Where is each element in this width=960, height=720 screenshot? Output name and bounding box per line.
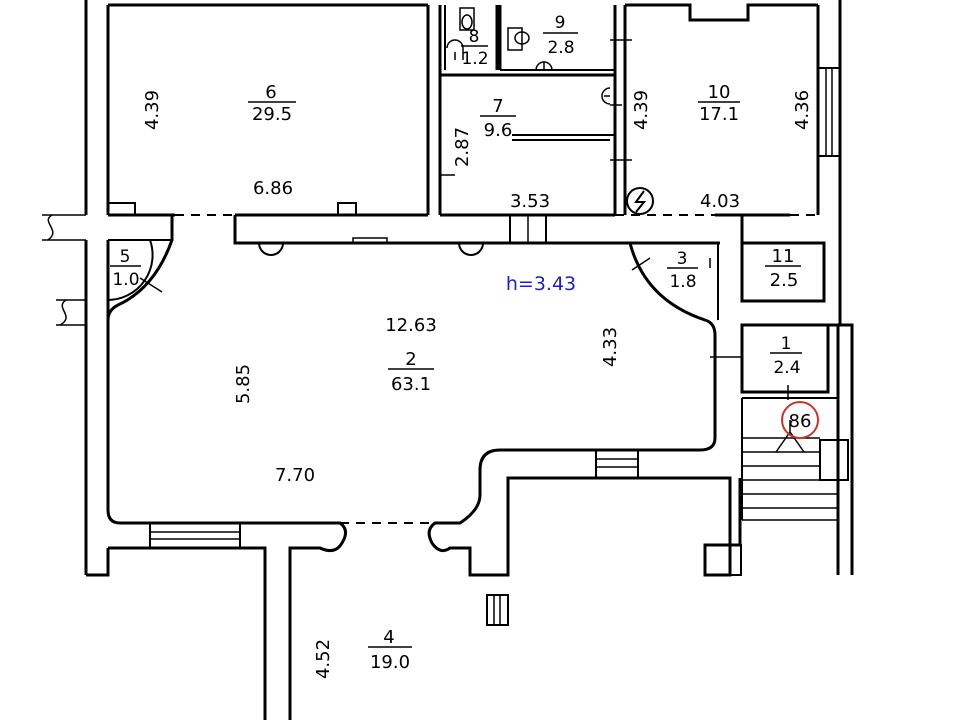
dim-room10-width: 4.03 — [700, 191, 740, 212]
room-9-area: 2.8 — [547, 38, 574, 58]
electric-panel-icon — [626, 187, 654, 215]
unit-marker: 86 — [789, 411, 812, 432]
dim-room2-width: 12.63 — [385, 315, 437, 336]
room-2-number: 2 — [405, 349, 416, 370]
openings — [175, 214, 818, 524]
room-10-area: 17.1 — [699, 104, 739, 125]
stair-block — [704, 215, 854, 576]
dim-room4-height: 4.52 — [313, 639, 334, 679]
room-2-area: 63.1 — [391, 374, 431, 395]
walls — [42, 0, 842, 575]
room-10-number: 10 — [708, 82, 731, 103]
dimension-labels: 4.39 6.86 2.87 3.53 4.39 4.36 4.03 12.63… — [142, 90, 813, 679]
room-2-outline — [106, 215, 742, 577]
room-3-number: 3 — [677, 249, 688, 269]
dim-room10-left: 4.39 — [631, 90, 652, 130]
room-4-area: 19.0 — [370, 652, 410, 673]
room-11-area: 2.5 — [770, 270, 799, 291]
room-5-number: 5 — [120, 247, 131, 267]
dim-room7-height: 2.87 — [452, 127, 473, 167]
ceiling-height: h=3.43 — [506, 273, 576, 295]
dim-room2-height: 5.85 — [233, 364, 254, 404]
room-5-area: 1.0 — [112, 270, 139, 290]
room-8-area: 1.2 — [461, 49, 488, 69]
room-1-number: 1 — [781, 334, 792, 354]
dim-room2-bottom: 7.70 — [275, 465, 315, 486]
room-6-number: 6 — [265, 82, 276, 103]
room-11-number: 11 — [772, 246, 795, 267]
room-1-area: 2.4 — [773, 358, 800, 378]
room-6-area: 29.5 — [252, 104, 292, 125]
staircase-icon — [704, 397, 849, 576]
room-7-number: 7 — [492, 96, 503, 117]
toilet-icon — [459, 7, 475, 31]
room-7-area: 9.6 — [484, 120, 513, 141]
dim-room6-height: 4.39 — [142, 90, 163, 130]
dim-room2-right: 4.33 — [600, 327, 621, 367]
dim-room10-right: 4.36 — [792, 90, 813, 130]
room-4-number: 4 — [383, 627, 394, 648]
dim-corridor-width: 3.53 — [510, 191, 550, 212]
dim-room6-width: 6.86 — [253, 178, 293, 199]
room-8-number: 8 — [469, 27, 480, 47]
room-labels: 6 29.5 8 1.2 9 2.8 7 9.6 10 17.1 5 1.0 3… — [110, 13, 802, 673]
bathroom-block — [426, 5, 632, 215]
room-9-number: 9 — [555, 13, 566, 33]
sink-icon — [535, 61, 553, 71]
sink-icon — [601, 87, 611, 105]
unit-marker-circle — [781, 401, 819, 439]
room-3-area: 1.8 — [669, 272, 696, 292]
toilet-icon — [507, 27, 530, 51]
sink-icon — [446, 39, 464, 60]
